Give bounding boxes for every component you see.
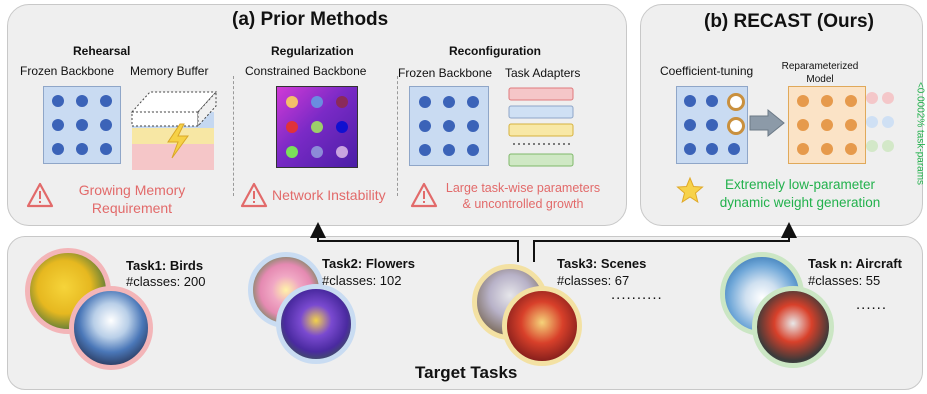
reconfig-frozen-backbone-label: Frozen Backbone (398, 66, 493, 80)
reconfig-frozen-backbone-grid (409, 86, 489, 166)
taskn-name: Task n: Aircraft (808, 256, 902, 271)
task2-image-iris (276, 284, 356, 364)
coefficient-tuning-grid (676, 86, 748, 164)
reconfiguration-warning-text: Large task-wise parameters & uncontrolle… (445, 181, 601, 211)
memory-buffer-stack (130, 90, 218, 170)
regularization-heading: Regularization (271, 44, 354, 58)
reparameterized-model-grid (788, 86, 866, 164)
reparameterized-model-label: Reparameterized Model (781, 61, 859, 85)
rehearsal-frozen-backbone-grid (43, 86, 121, 164)
task2-name: Task2: Flowers (322, 256, 415, 271)
divider-1 (233, 76, 234, 196)
reconfiguration-heading: Reconfiguration (449, 44, 541, 58)
task1-image-blue-jay (69, 286, 153, 370)
rehearsal-frozen-backbone-label: Frozen Backbone (20, 64, 115, 78)
coefficient-tuning-label: Coefficient-tuning (660, 64, 754, 78)
taskn-classes: #classes: 55 (808, 273, 881, 288)
task3-classes: #classes: 67 (557, 273, 630, 288)
recast-highlight-text: Extremely low-parameter dynamic weight g… (719, 177, 881, 210)
star-icon (676, 176, 704, 204)
regularization-warning-icon (240, 182, 268, 208)
task-weight-dots (866, 92, 906, 162)
constrained-backbone-grid (276, 86, 358, 168)
task2-classes: #classes: 102 (322, 273, 402, 288)
constrained-backbone-label: Constrained Backbone (245, 64, 367, 78)
task-adapters-stack (508, 87, 574, 167)
task3-name: Task3: Scenes (557, 256, 647, 271)
rehearsal-heading: Rehearsal (73, 44, 131, 58)
divider-2 (397, 76, 398, 196)
reconfiguration-warning-icon (410, 182, 438, 208)
ellipsis-middle: .......... (611, 286, 663, 303)
task1-classes: #classes: 200 (126, 274, 206, 289)
task3-image-casino (502, 286, 582, 366)
prior-methods-title: (a) Prior Methods (232, 9, 389, 30)
ellipsis-right: ...... (856, 296, 888, 313)
memory-buffer-label: Memory Buffer (130, 64, 209, 78)
taskn-image-jet (752, 286, 834, 368)
task-adapters-label: Task Adapters (505, 66, 581, 80)
regularization-warning-text: Network Instability (272, 187, 386, 203)
target-tasks-label: Target Tasks (415, 363, 518, 382)
reparameterize-arrow (749, 108, 785, 138)
recast-title: (b) RECAST (Ours) (704, 11, 874, 32)
task1-name: Task1: Birds (126, 258, 204, 273)
rehearsal-warning-icon (26, 182, 54, 208)
rehearsal-warning-text: Growing Memory Requirement (78, 182, 186, 216)
